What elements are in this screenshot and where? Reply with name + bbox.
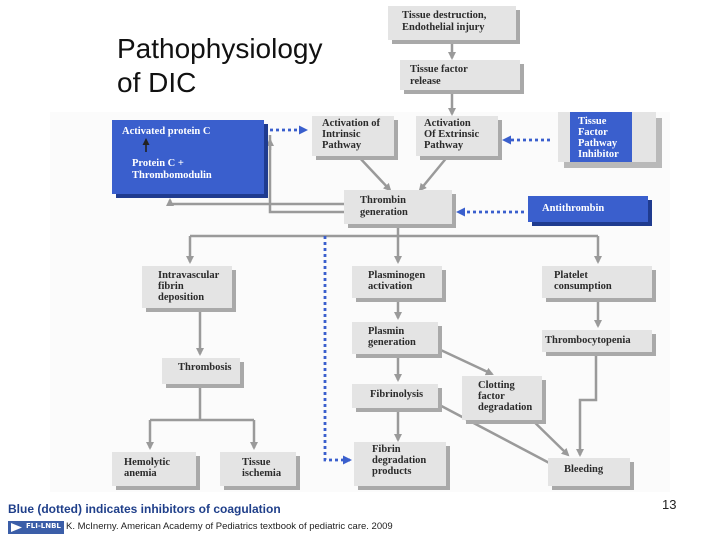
label-line: anemia <box>124 468 157 479</box>
label-line: Tissue <box>242 457 271 468</box>
label-line: consumption <box>554 281 612 292</box>
label-line: Thrombocytopenia <box>545 335 631 346</box>
label-line: Pathway <box>578 138 618 149</box>
node-tissue-factor-release: Tissue factor release <box>400 60 524 94</box>
label-line: Hemolytic <box>124 457 170 468</box>
label-line: Protein C + <box>132 158 184 169</box>
label-line: Pathway <box>322 140 362 151</box>
line-thrombin-to-apc <box>268 135 344 214</box>
label-line: degradation <box>478 402 532 413</box>
arrow-extrinsic-to-thrombin <box>418 155 449 192</box>
label-line: factor <box>478 391 505 402</box>
label-line: Intrinsic <box>322 129 361 140</box>
label-line: Bleeding <box>564 464 604 475</box>
node-bleeding: Bleeding <box>548 458 634 490</box>
node-antithrombin: Antithrombin <box>528 196 652 226</box>
box-layer: Tissue destruction, Endothelial injury T… <box>112 6 662 490</box>
label-line: Thrombomodulin <box>132 170 212 181</box>
logo-text: FLI-LNBL <box>26 522 61 530</box>
label-line: deposition <box>158 292 204 303</box>
node-thrombin-generation: Thrombin generation <box>344 190 456 228</box>
label-line: Plasminogen <box>368 270 425 281</box>
node-fibrinolysis: Fibrinolysis <box>352 384 442 412</box>
label-line: activation <box>368 281 412 292</box>
node-thrombosis: Thrombosis <box>162 358 244 388</box>
label-line: products <box>372 466 411 477</box>
inhibit-fdp-to-thrombin <box>323 236 352 465</box>
label-line: Plasmin <box>368 326 404 337</box>
node-thrombocytopenia: Thrombocytopenia <box>542 330 656 356</box>
node-tissue-destruction: Tissue destruction, Endothelial injury <box>388 6 520 44</box>
node-intravascular-fibrin: Intravascular fibrin deposition <box>142 266 236 312</box>
inhibitor-legend-caption: Blue (dotted) indicates inhibitors of co… <box>8 502 281 516</box>
arrow-intrinsic-to-thrombin <box>357 155 392 192</box>
node-tissue-ischemia: Tissue ischemia <box>220 452 300 490</box>
label-line: degradation <box>372 455 426 466</box>
label-line: Platelet <box>554 270 588 281</box>
label-line: Activation of <box>322 118 381 129</box>
label-line: Fibrinolysis <box>370 389 423 400</box>
node-fibrin-degradation-products: Fibrin degradation products <box>354 442 450 490</box>
label-line: fibrin <box>158 281 184 292</box>
node-extrinsic-pathway: Activation Of Extrinsic Pathway <box>416 116 502 160</box>
label-line: release <box>410 76 441 87</box>
logo-play-icon <box>11 523 22 532</box>
label-line: Tissue factor <box>410 64 468 75</box>
node-tfpi: Tissue Factor Pathway Inhibitor <box>558 112 662 168</box>
footer-logo: FLI-LNBL <box>8 521 64 534</box>
label-line: generation <box>368 337 416 348</box>
node-hemolytic-anemia: Hemolytic anemia <box>112 452 200 490</box>
title-line-2: of DIC <box>117 67 197 98</box>
arrow-thrombin-to-protein-c <box>166 198 344 206</box>
node-plasminogen-activation: Plasminogen activation <box>352 266 446 302</box>
citation: K. McInerny. American Academy of Pediatr… <box>66 521 393 532</box>
label-line: Thrombosis <box>178 362 232 373</box>
label-line: Inhibitor <box>578 149 619 160</box>
label-line: Tissue <box>578 116 607 127</box>
label-line: Activated protein C <box>122 126 210 137</box>
label-line: generation <box>360 207 408 218</box>
label-line: ischemia <box>242 468 282 479</box>
title-line-1: Pathophysiology <box>117 33 323 64</box>
inhibitor-arrows <box>264 125 550 465</box>
node-activated-protein-c: Activated protein C Protein C + Thrombom… <box>112 120 268 198</box>
label-line: Fibrin <box>372 444 401 455</box>
page-number: 13 <box>662 497 677 512</box>
label-line: Of Extrinsic <box>424 129 479 140</box>
label-line: Factor <box>578 127 608 138</box>
label-line: Antithrombin <box>542 203 604 214</box>
label-line: Endothelial injury <box>402 22 485 33</box>
label-line: Clotting <box>478 380 516 391</box>
node-clotting-factor-degradation: Clotting factor degradation <box>462 376 546 424</box>
label-line: Pathway <box>424 140 464 151</box>
label-line: Intravascular <box>158 270 220 281</box>
node-intrinsic-pathway: Activation of Intrinsic Pathway <box>312 116 398 160</box>
label-line: Thrombin <box>360 195 406 206</box>
arrow-thrombocytopenia-to-bleeding <box>576 348 598 457</box>
label-line: Tissue destruction, <box>402 10 487 21</box>
label-line: Activation <box>424 118 471 129</box>
arrow-fibrinolysis-to-bleeding <box>429 398 557 468</box>
connectors <box>146 42 602 468</box>
node-plasmin-generation: Plasmin generation <box>352 322 442 358</box>
node-platelet-consumption: Platelet consumption <box>542 266 656 302</box>
slide-title: Pathophysiology of DIC <box>117 32 387 100</box>
